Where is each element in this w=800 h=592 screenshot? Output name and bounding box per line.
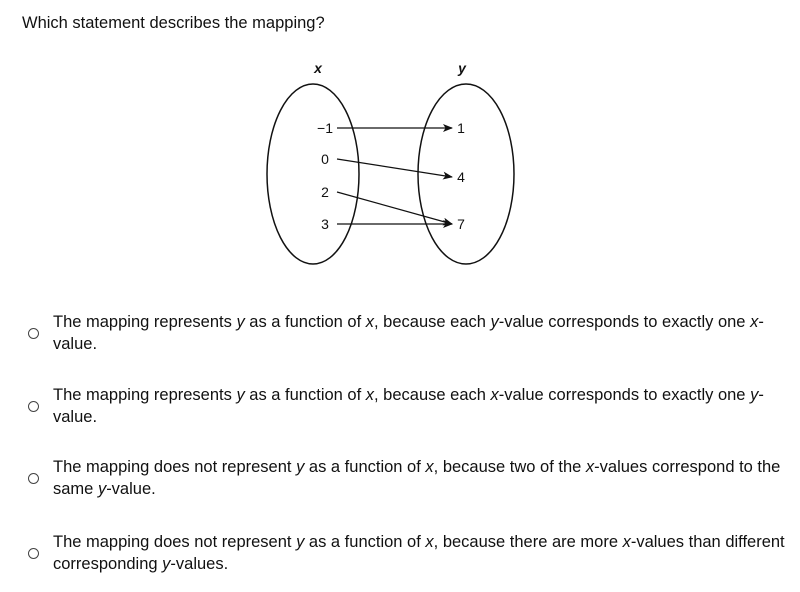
radio-button[interactable] — [28, 327, 39, 339]
radio-button[interactable] — [28, 547, 39, 559]
domain-value: 0 — [321, 151, 329, 167]
domain-value: 2 — [321, 184, 329, 200]
range-value: 7 — [457, 216, 465, 232]
choice-text: The mapping represents y as a function o… — [53, 313, 764, 353]
range-value: 4 — [457, 169, 465, 185]
question-text: Which statement describes the mapping? — [22, 14, 325, 32]
choice-text: The mapping represents y as a function o… — [53, 386, 764, 426]
choice-text: The mapping does not represent y as a fu… — [53, 458, 781, 498]
domain-value: −1 — [317, 120, 333, 136]
mapping-diagram: x y −1 0 2 3 1 4 7 — [266, 60, 515, 265]
range-values: 1 4 7 — [457, 120, 465, 232]
answer-choice-2[interactable]: The mapping represents y as a function o… — [28, 384, 788, 428]
answer-choice-3[interactable]: The mapping does not represent y as a fu… — [28, 456, 788, 500]
choice-text: The mapping does not represent y as a fu… — [53, 533, 785, 573]
mapping-arrow — [336, 158, 453, 180]
domain-values: −1 0 2 3 — [317, 120, 333, 232]
mapping-arrow — [336, 191, 453, 226]
range-oval — [417, 83, 515, 265]
answer-choice-1[interactable]: The mapping represents y as a function o… — [28, 311, 788, 355]
radio-button[interactable] — [28, 472, 39, 484]
x-label: x — [313, 60, 323, 76]
answer-choice-4[interactable]: The mapping does not represent y as a fu… — [28, 531, 788, 575]
y-label: y — [457, 60, 467, 76]
domain-oval — [266, 83, 360, 265]
domain-value: 3 — [321, 216, 329, 232]
mapping-arrows — [336, 124, 453, 228]
range-value: 1 — [457, 120, 465, 136]
radio-button[interactable] — [28, 400, 39, 412]
